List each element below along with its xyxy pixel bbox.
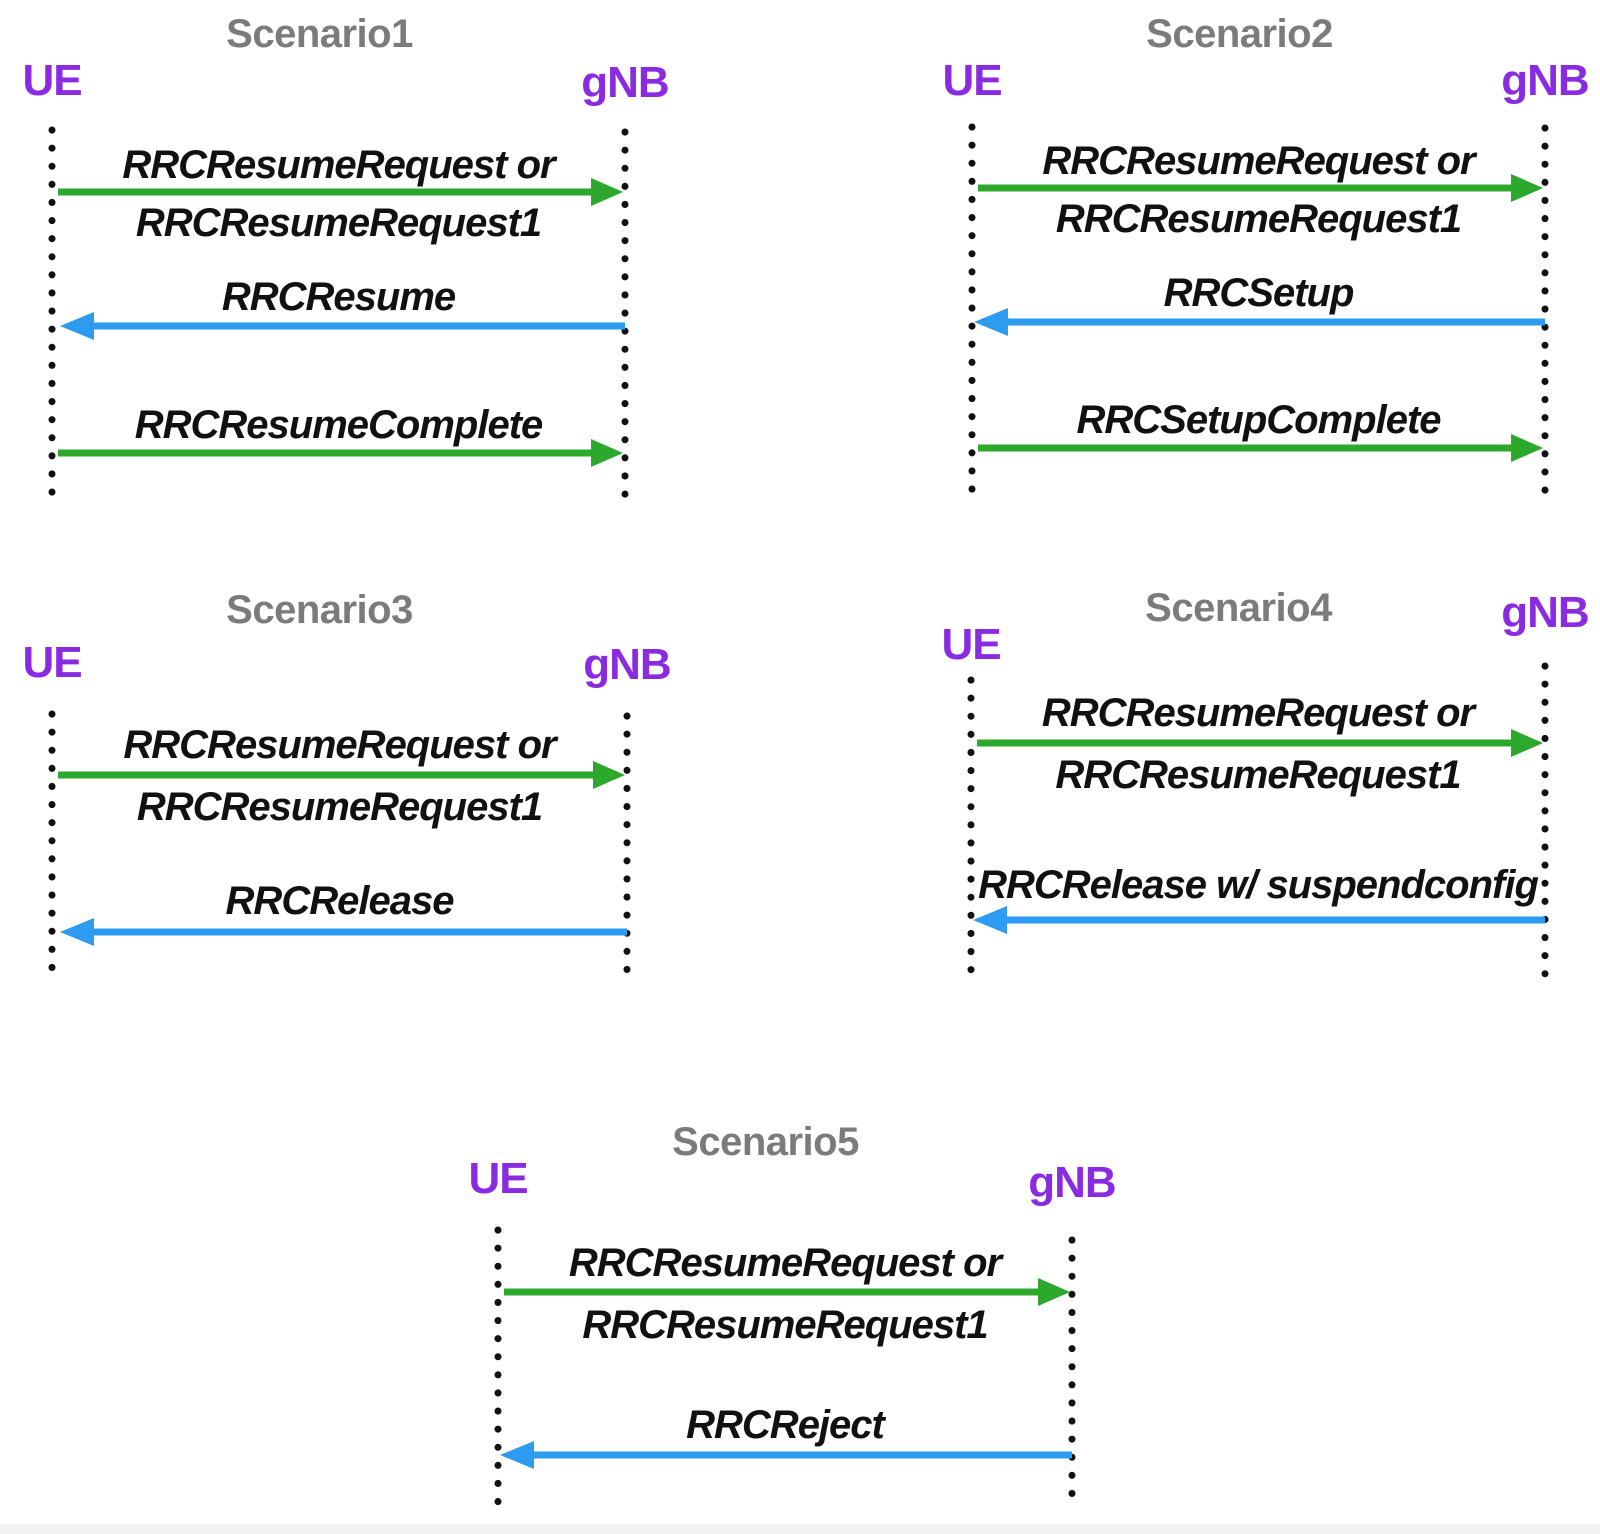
gnb-actor-label: gNB	[1501, 588, 1589, 637]
arrowhead-right-icon	[591, 178, 623, 206]
arrowhead-right-icon	[591, 439, 623, 467]
scenario-title: Scenario1	[226, 12, 413, 56]
message-label: RRCSetup	[1163, 271, 1355, 315]
message-label: RRCResumeRequest1	[582, 1303, 988, 1347]
scenario3-lines	[48, 710, 631, 986]
message-label: RRCResumeRequest1	[1055, 753, 1461, 797]
arrowhead-left-icon	[60, 918, 94, 946]
arrowhead-left-icon	[500, 1441, 534, 1469]
message-label: RRCRelease w/ suspendconfig	[978, 863, 1539, 907]
arrowhead-left-icon	[60, 312, 94, 340]
scenario-title: Scenario5	[672, 1120, 859, 1164]
scenario5-lines	[494, 1226, 1076, 1506]
message-label: RRCResume	[221, 275, 456, 319]
scenario-title: Scenario2	[1146, 12, 1333, 56]
ue-actor-label: UE	[942, 56, 1002, 105]
ue-actor-label: UE	[22, 56, 82, 105]
message-label: RRCResumeRequest1	[135, 201, 542, 245]
message-label: RRCResumeRequest or	[1041, 691, 1475, 735]
arrowhead-right-icon	[1038, 1278, 1070, 1306]
bottom-edge-strip	[0, 1524, 1600, 1534]
arrowhead-left-icon	[974, 308, 1008, 336]
message-label: RRCResumeComplete	[134, 403, 544, 447]
message-label: RRCResumeRequest or	[122, 143, 555, 187]
ue-actor-label: UE	[941, 620, 1001, 669]
message-label: RRCResumeRequest or	[1042, 139, 1475, 183]
message-label: RRCRelease	[225, 879, 455, 923]
message-label: RRCResumeRequest or	[123, 723, 556, 767]
ue-actor-label: UE	[22, 638, 82, 687]
message-label: RRCResumeRequest1	[1055, 197, 1462, 241]
scenario2-lines	[968, 123, 1549, 501]
arrowhead-left-icon	[973, 906, 1007, 934]
scenario-title: Scenario3	[226, 588, 413, 632]
ue-actor-label: UE	[468, 1154, 528, 1203]
scenario4-lines	[967, 662, 1549, 988]
arrowhead-right-icon	[593, 761, 625, 789]
message-label: RRCResumeRequest or	[568, 1241, 1002, 1285]
arrowhead-right-icon	[1511, 729, 1543, 757]
gnb-actor-label: gNB	[1028, 1158, 1116, 1207]
message-label: RRCSetupComplete	[1076, 398, 1441, 442]
scenario1-lines	[48, 126, 629, 504]
arrowhead-right-icon	[1511, 434, 1543, 462]
gnb-actor-label: gNB	[583, 640, 671, 689]
scenario-title: Scenario4	[1145, 586, 1332, 630]
message-label: RRCResumeRequest1	[136, 785, 543, 829]
arrowhead-right-icon	[1511, 174, 1543, 202]
gnb-actor-label: gNB	[581, 58, 669, 107]
message-label: RRCReject	[686, 1403, 885, 1447]
gnb-actor-label: gNB	[1501, 56, 1589, 105]
